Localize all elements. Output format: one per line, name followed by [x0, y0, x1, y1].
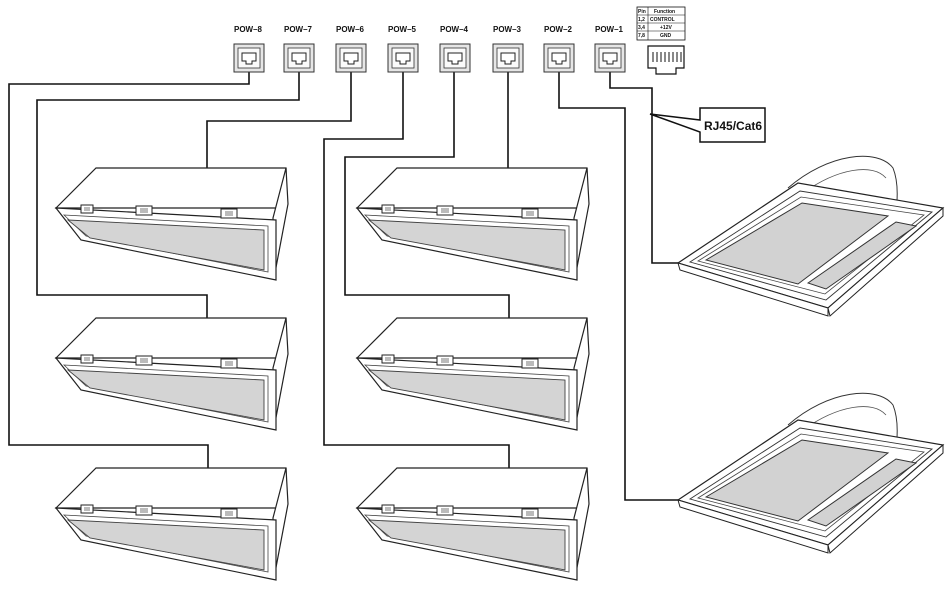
port-label-pow-2: POW–2 [544, 25, 573, 34]
wire-pow-6 [206, 72, 352, 168]
linear-fixture-a1 [55, 167, 289, 281]
port-label-pow-3: POW–3 [493, 25, 522, 34]
port-label-pow-4: POW–4 [440, 25, 469, 34]
wire-pow-1 [609, 72, 683, 264]
linear-fixture-a3 [55, 467, 289, 581]
port-row: POW–8 POW–7 POW–6 POW–5 POW–4 POW–3 POW–… [233, 25, 626, 73]
pinout-row-3-function: GND [660, 33, 672, 39]
rj45-port-pow-1 [594, 43, 626, 73]
wire-pow-7 [36, 72, 300, 318]
linear-fixture-b1 [356, 167, 590, 281]
pinout-row-3-pin: 7,8 [638, 33, 645, 39]
pinout-row-2-function: +12V [660, 25, 672, 31]
port-label-pow-6: POW–6 [336, 25, 365, 34]
linear-fixture-b3 [356, 467, 590, 581]
rj45-port-pow-5 [387, 43, 419, 73]
pinout-table: Pin Function 1,2 CONTROL 3,4 +12V 7,8 GN… [636, 6, 686, 41]
wire-pow-8 [8, 72, 250, 468]
rj45-port-pow-6 [335, 43, 367, 73]
pinout-header-function: Function [654, 9, 675, 15]
rj45-port-pow-2 [543, 43, 575, 73]
rj45-port-pow-8 [233, 43, 265, 73]
wire-pow-5 [323, 72, 510, 468]
wire-pow-4 [344, 72, 510, 318]
port-label-pow-1: POW–1 [595, 25, 624, 34]
rj45-plug-icon [647, 45, 685, 75]
pinout-row-1-function: CONTROL [650, 17, 675, 23]
pinout-header-pin: Pin [638, 9, 646, 15]
linear-fixture-a2 [55, 317, 289, 431]
pinout-row-2-pin: 3,4 [638, 25, 645, 31]
rj45-port-pow-3 [492, 43, 524, 73]
pinout-row-1-pin: 1,2 [638, 17, 645, 23]
square-panel-2 [677, 392, 944, 554]
cable-callout: RJ45/Cat6 [649, 107, 766, 143]
wiring [8, 72, 685, 501]
callout-label: RJ45/Cat6 [704, 119, 762, 133]
linear-fixture-b2 [356, 317, 590, 431]
wire-pow-2 [558, 72, 685, 501]
port-label-pow-8: POW–8 [234, 25, 263, 34]
square-panel-1 [677, 155, 944, 317]
rj45-port-pow-4 [439, 43, 471, 73]
port-label-pow-7: POW–7 [284, 25, 313, 34]
port-label-pow-5: POW–5 [388, 25, 417, 34]
rj45-port-pow-7 [283, 43, 315, 73]
